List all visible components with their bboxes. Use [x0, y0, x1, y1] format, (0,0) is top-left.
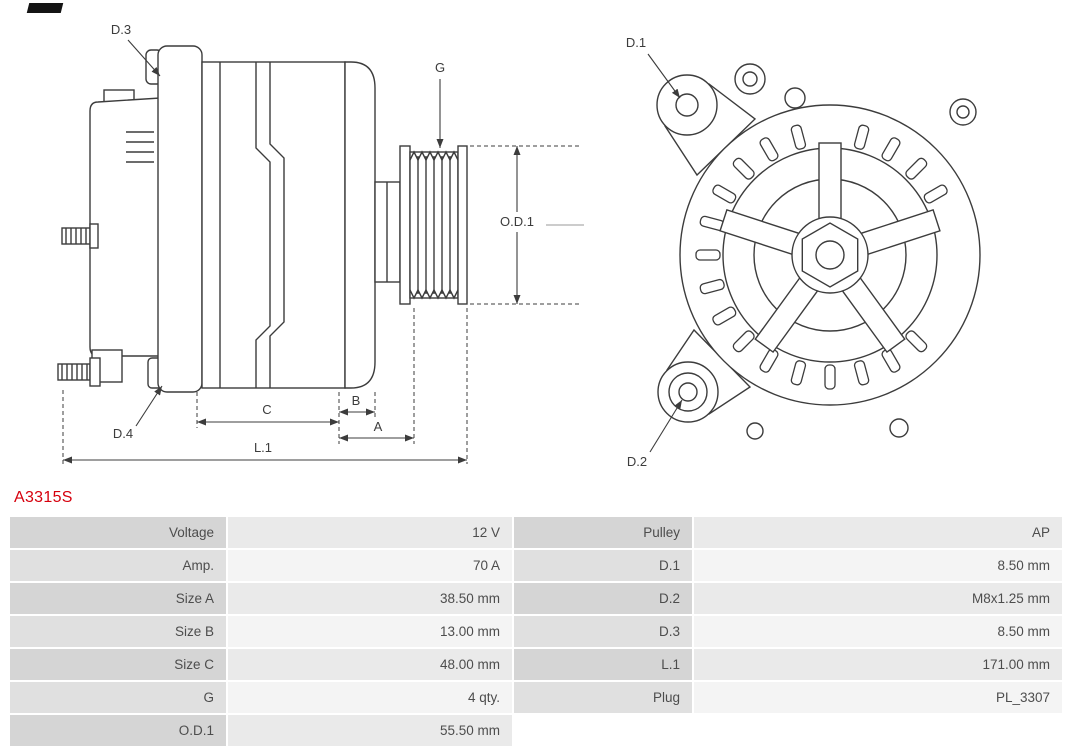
- stator-body: [201, 61, 346, 389]
- alternator-drawing: D.3 D.4 G O.D.1 C B A L.1: [57, 22, 981, 469]
- label-b: B: [352, 393, 361, 408]
- spec-label-l1: L.1: [514, 649, 692, 680]
- spec-label-pulley: Pulley: [514, 517, 692, 548]
- spec-value-amp: 70 A: [228, 550, 512, 581]
- spec-value-d1: 8.50 mm: [694, 550, 1062, 581]
- part-number: A3315S: [14, 489, 73, 506]
- od1-label-backing: [488, 212, 546, 232]
- label-c: C: [262, 402, 271, 417]
- mounting-bolt: [57, 357, 101, 387]
- label-d2: D.2: [627, 454, 647, 469]
- spec-label-voltage: Voltage: [10, 517, 226, 548]
- fan-spokes: [719, 142, 941, 354]
- spec-label-d3: D.3: [514, 616, 692, 647]
- spec-value-voltage: 12 V: [228, 517, 512, 548]
- rear-cover: [89, 89, 161, 383]
- spec-value-od1: 55.50 mm: [228, 715, 512, 746]
- dimension-extension-lines: [62, 145, 582, 464]
- cooling-vents: [695, 124, 948, 390]
- spec-label-amp: Amp.: [10, 550, 226, 581]
- spec-label-od1: O.D.1: [10, 715, 226, 746]
- spec-label-size-c: Size C: [10, 649, 226, 680]
- label-d1: D.1: [626, 35, 646, 50]
- pulley: [399, 145, 468, 305]
- spec-value-g: 4 qty.: [228, 682, 512, 713]
- spec-label-g: G: [10, 682, 226, 713]
- terminal-stud: [61, 223, 99, 249]
- spec-value-d2: M8x1.25 mm: [694, 583, 1062, 614]
- spec-value-size-b: 13.00 mm: [228, 616, 512, 647]
- spec-empty-cell: [694, 715, 1062, 746]
- front-leader-lines: [647, 53, 683, 453]
- spec-label-d2: D.2: [514, 583, 692, 614]
- mounting-ear-bottom: [657, 361, 719, 423]
- spec-label-size-b: Size B: [10, 616, 226, 647]
- front-bracket: [344, 61, 401, 389]
- hub: [791, 216, 869, 294]
- mounting-ear-top: [656, 74, 718, 136]
- spec-value-d3: 8.50 mm: [694, 616, 1062, 647]
- spec-value-plug: PL_3307: [694, 682, 1062, 713]
- technical-diagram: D.3 D.4 G O.D.1 C B A L.1: [57, 22, 981, 469]
- spec-label-plug: Plug: [514, 682, 692, 713]
- label-d3: D.3: [111, 22, 131, 37]
- front-view: D.1 D.2: [626, 35, 981, 469]
- side-view-labels: D.3 D.4 G O.D.1 C B A L.1: [111, 22, 534, 455]
- spec-empty-cell: [514, 715, 692, 746]
- spec-label-d1: D.1: [514, 550, 692, 581]
- spec-value-l1: 171.00 mm: [694, 649, 1062, 680]
- bolt-holes: [734, 63, 977, 440]
- label-l1: L.1: [254, 440, 272, 455]
- spec-table: Voltage 12 V Pulley AP Amp. 70 A D.1 8.5…: [10, 517, 1062, 746]
- label-a: A: [374, 419, 383, 434]
- front-view-labels: D.1 D.2: [626, 35, 647, 469]
- spec-label-size-a: Size A: [10, 583, 226, 614]
- label-g: G: [435, 60, 445, 75]
- label-d4: D.4: [113, 426, 133, 441]
- side-view: D.3 D.4 G O.D.1 C B A L.1: [57, 22, 584, 464]
- label-od1: O.D.1: [500, 214, 534, 229]
- spec-value-pulley: AP: [694, 517, 1062, 548]
- spec-value-size-c: 48.00 mm: [228, 649, 512, 680]
- spec-value-size-a: 38.50 mm: [228, 583, 512, 614]
